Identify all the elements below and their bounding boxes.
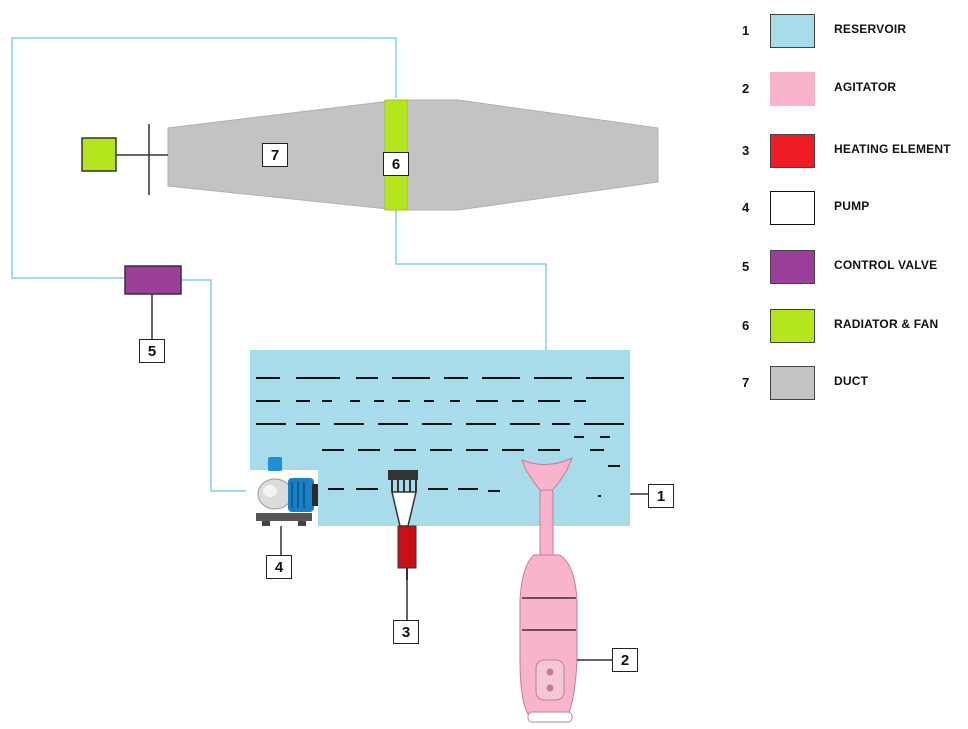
heater-callout: 3 [393,620,419,644]
legend-item-pump: 4 PUMP [738,191,968,227]
legend-swatch [770,309,815,343]
pump-callout: 4 [266,555,292,579]
water-lines [256,377,624,497]
legend-label: CONTROL VALVE [834,258,938,272]
valve-callout: 5 [139,339,165,363]
legend-swatch [770,250,815,284]
legend-swatch [770,134,815,168]
legend-label: RADIATOR & FAN [834,317,939,331]
pipe-network [11,37,547,492]
legend-label: HEATING ELEMENT [834,142,951,156]
legend-item-reservoir: 1 RESERVOIR [738,14,968,50]
legend-item-agitator: 2 AGITATOR [738,72,968,108]
legend-swatch [770,366,815,400]
legend-item-radiator-fan: 6 RADIATOR & FAN [738,309,968,345]
legend-label: RESERVOIR [834,22,907,36]
agitator-callout: 2 [612,648,638,672]
legend-item-duct: 7 DUCT [738,366,968,402]
legend-number: 5 [742,259,750,274]
heater-graphic [388,470,418,580]
legend-number: 4 [742,200,750,215]
legend-item-control-valve: 5 CONTROL VALVE [738,250,968,286]
legend-number: 6 [742,318,750,333]
legend-swatch [770,14,815,48]
fan-motor [81,137,117,172]
reservoir-callout: 1 [648,484,674,508]
legend-number: 7 [742,375,750,390]
duct [167,99,659,211]
legend-swatch [770,191,815,225]
legend-item-heating-element: 3 HEATING ELEMENT [738,134,968,170]
pump-graphic [246,457,318,526]
legend-label: DUCT [834,374,869,388]
pipe-top-loop [11,37,397,279]
pipe-valve-to-pump [181,279,262,492]
legend-label: PUMP [834,199,870,213]
control-valve [124,265,182,295]
legend-label: AGITATOR [834,80,897,94]
legend-swatch [770,72,815,106]
legend-number: 3 [742,143,750,158]
radiator-callout: 6 [383,152,409,176]
legend-number: 2 [742,81,750,96]
legend-number: 1 [742,23,750,38]
pipe-radiator-to-reservoir [395,208,547,350]
agitator-graphic [519,456,578,723]
duct-callout: 7 [262,143,288,167]
